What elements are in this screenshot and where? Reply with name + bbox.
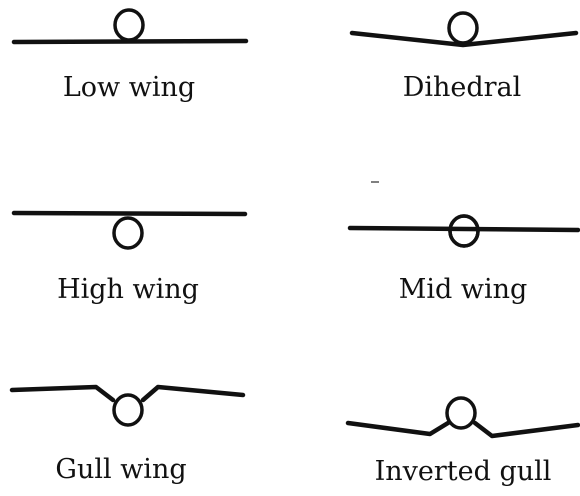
gull-wing-drawing (9, 384, 246, 427)
mid-wing-drawing (347, 214, 580, 248)
dihedral-label: Dihedral (402, 72, 522, 103)
high-wing-label: High wing (57, 274, 199, 305)
low-wing-label: Low wing (62, 72, 196, 103)
mid-wing-label: Mid wing (398, 274, 528, 305)
inverted-gull-label: Inverted gull (374, 456, 552, 487)
low-wing-drawing (11, 8, 249, 45)
gull-wing-label: Gull wing (55, 454, 187, 485)
high-wing-drawing (11, 210, 248, 250)
inverted-gull-drawing (345, 396, 580, 439)
dihedral-drawing (349, 11, 579, 48)
